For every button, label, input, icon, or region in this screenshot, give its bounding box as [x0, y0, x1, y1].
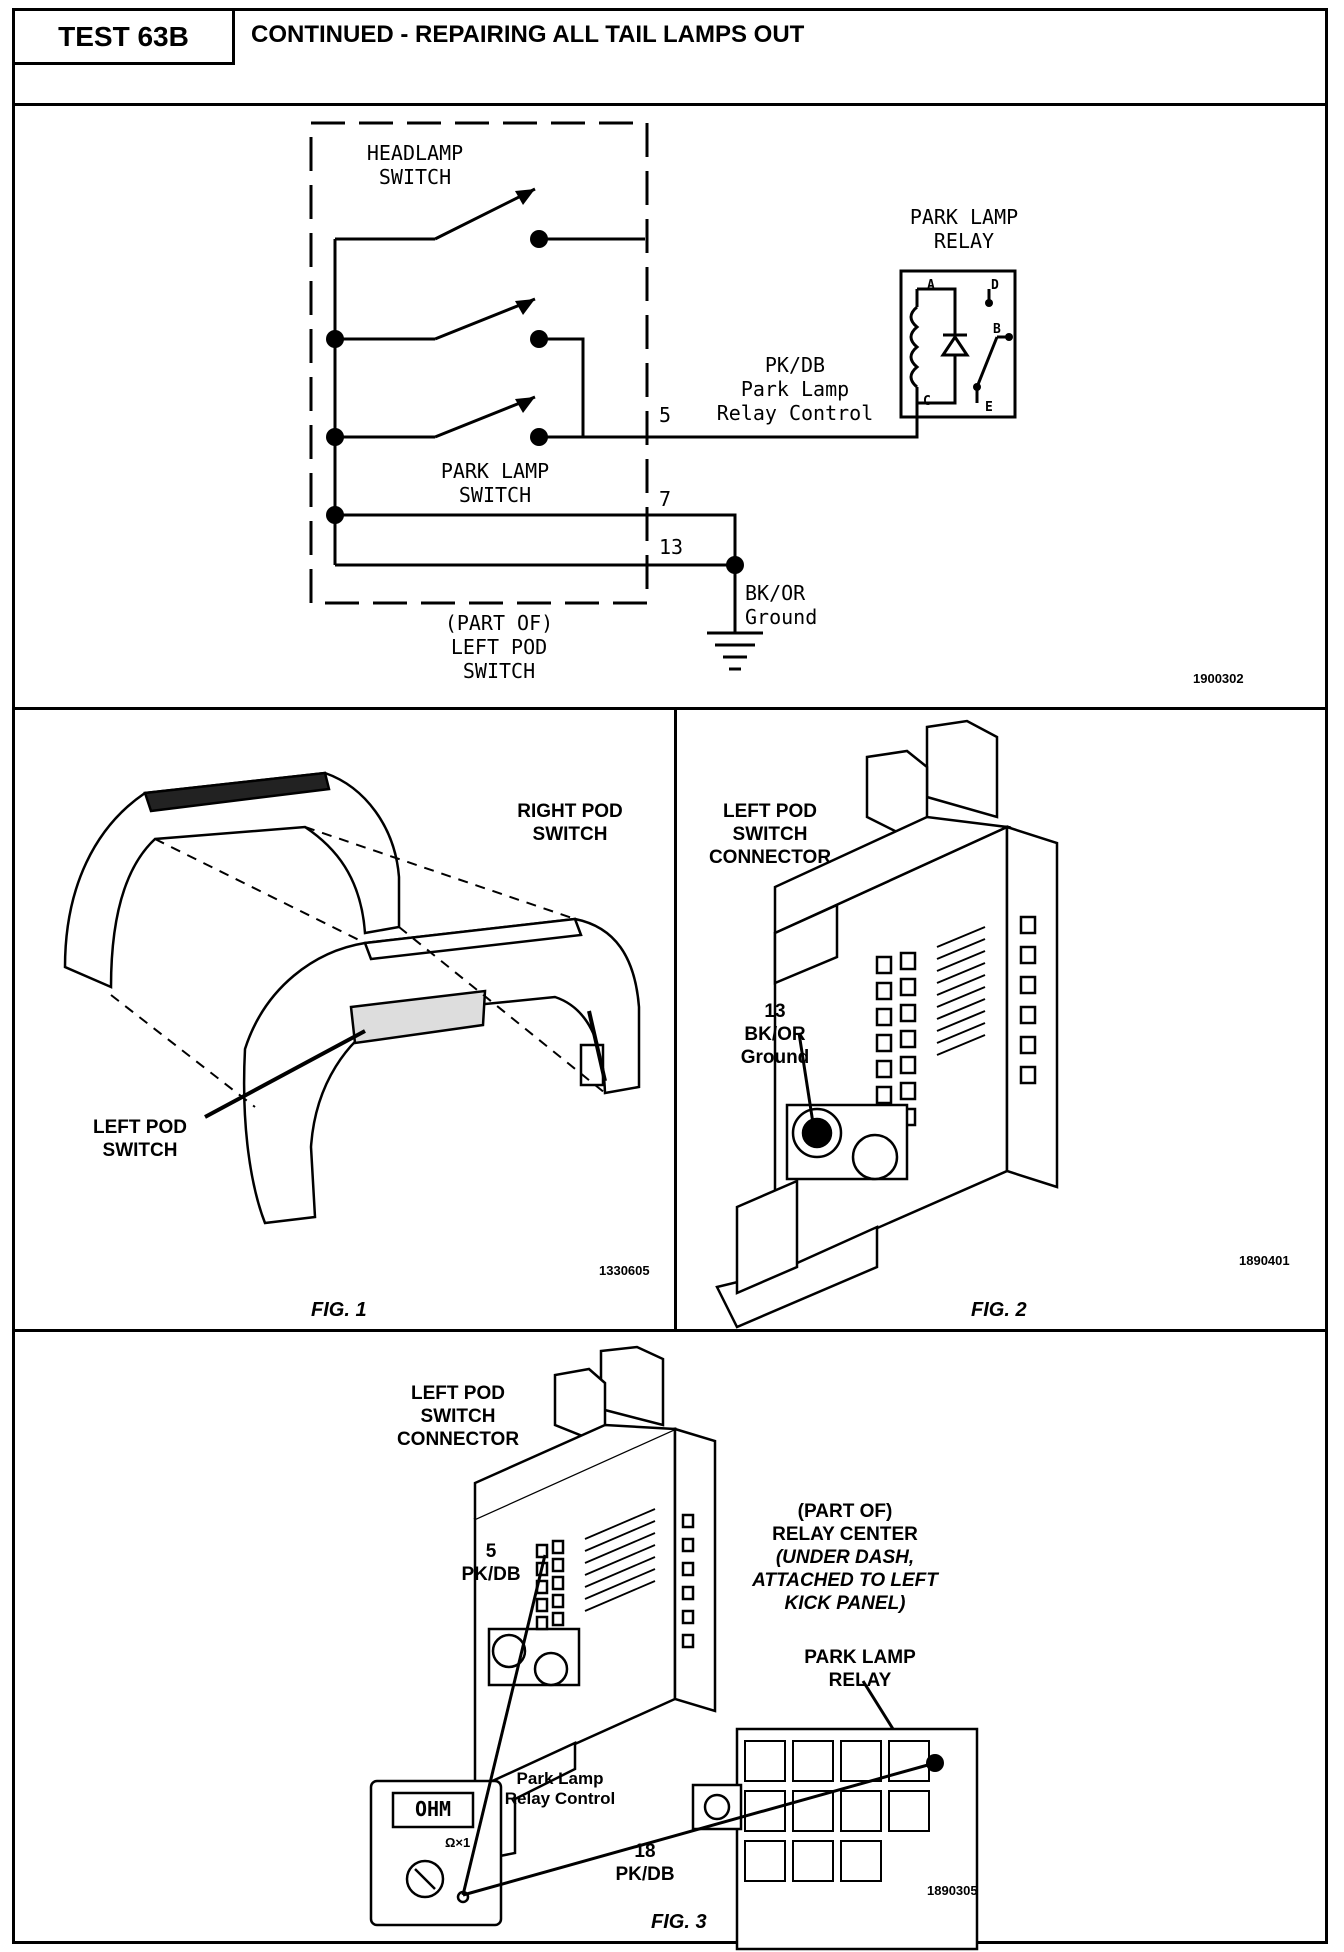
- relay-pin-b: B: [993, 322, 1001, 337]
- fig3-connector-label: LEFT POD SWITCH CONNECTOR: [396, 1383, 520, 1450]
- divider-figures: [15, 1329, 1325, 1332]
- fig3-figure-number: 1890305: [927, 1883, 978, 1898]
- fig3-pin18-label: 18 PK/DB: [615, 1841, 675, 1885]
- relay-pin-e: E: [985, 400, 993, 415]
- park-lamp-switch-label: PARK LAMP SWITCH: [440, 459, 550, 507]
- pin-5-label: 5: [659, 403, 672, 427]
- park-lamp-relay-label: PARK LAMP RELAY: [909, 205, 1019, 253]
- relay-center-note: (UNDER DASH, ATTACHED TO LEFT KICK PANEL…: [752, 1547, 938, 1614]
- page-frame: TEST 63B CONTINUED - REPAIRING ALL TAIL …: [12, 8, 1328, 1951]
- divider-header: [15, 103, 1325, 106]
- fig2-pin13-label: 13 BK/OR Ground: [740, 1001, 810, 1068]
- fig3-park-lamp-relay-label: PARK LAMP RELAY: [804, 1647, 916, 1691]
- pin-7-label: 7: [659, 487, 672, 511]
- fig1-caption: FIG. 1: [311, 1299, 367, 1321]
- meter-range: Ω×1: [445, 1835, 471, 1850]
- test-setup-illustration-fig3: [369, 1345, 979, 1951]
- headlamp-switch-label: HEADLAMP SWITCH: [366, 141, 464, 189]
- test-label: TEST 63B: [15, 11, 235, 65]
- relay-center-label: (PART OF) RELAY CENTER: [772, 1501, 918, 1545]
- right-pod-switch-label: RIGHT POD SWITCH: [517, 801, 623, 845]
- connector-illustration-fig2: [715, 719, 1059, 1329]
- schematic-figure-number: 1900302: [1193, 671, 1244, 686]
- relay-pin-a: A: [927, 278, 935, 293]
- relay-pin-c: C: [923, 394, 931, 409]
- divider-schematic: [15, 707, 1325, 710]
- fig2-figure-number: 1890401: [1239, 1253, 1290, 1268]
- fig1-figure-number: 1330605: [599, 1263, 650, 1278]
- fig3-caption: FIG. 3: [651, 1911, 707, 1933]
- fig2-caption: FIG. 2: [971, 1299, 1027, 1321]
- page-title: CONTINUED - REPAIRING ALL TAIL LAMPS OUT: [251, 21, 805, 48]
- left-pod-switch-label: (PART OF) LEFT POD SWITCH: [444, 611, 554, 683]
- divider-fig1-fig2: [674, 707, 677, 1329]
- pkdb-wire-label: PK/DB Park Lamp Relay Control: [716, 353, 874, 425]
- ground-label: BK/OR Ground: [745, 581, 818, 629]
- pin-13-label: 13: [659, 535, 684, 559]
- relay-pin-d: D: [991, 278, 999, 293]
- meter-display: OHM: [414, 1797, 452, 1821]
- fig2-connector-label: LEFT POD SWITCH CONNECTOR: [708, 801, 832, 868]
- wiring-schematic: A D B C E: [309, 121, 1017, 671]
- instrument-panel-illustration: [63, 771, 641, 1225]
- fig3-pin5-label: 5 PK/DB: [461, 1541, 521, 1585]
- park-lamp-relay-control-label: Park Lamp Relay Control: [504, 1769, 616, 1809]
- left-pod-switch-label-fig1: LEFT POD SWITCH: [93, 1117, 187, 1161]
